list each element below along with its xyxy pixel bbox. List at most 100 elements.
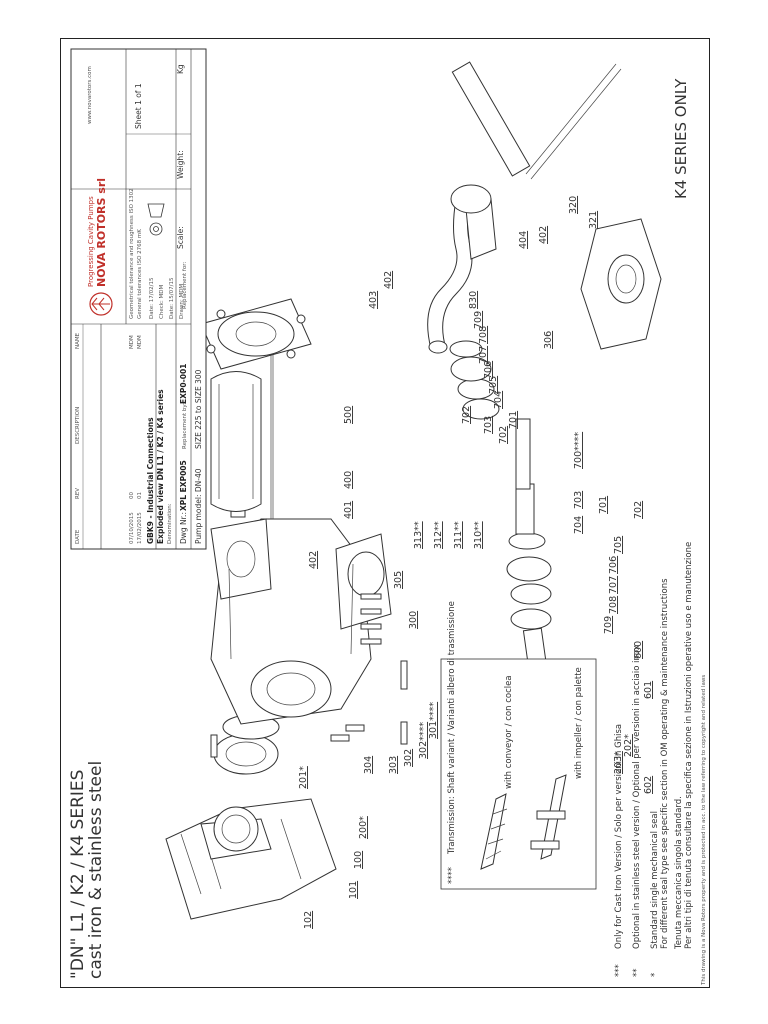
note-text-4: For different seal type see specific sec…: [660, 578, 670, 949]
part-label: 701: [598, 496, 609, 514]
part-label: 707: [608, 576, 619, 594]
part-label: 830: [468, 291, 479, 309]
k4-series-label: K4 SERIES ONLY: [672, 78, 690, 199]
part-label: 313**: [413, 521, 424, 549]
part-label: 310**: [473, 521, 484, 549]
part-label: 402: [538, 226, 549, 244]
part-label: 500: [343, 406, 354, 424]
note-mark-1: ***: [614, 964, 624, 977]
company-subtitle: Progressing Cavity Pumps: [87, 196, 95, 287]
part-label: 102: [303, 911, 314, 929]
checked-date: Date: 17/02/15: [149, 277, 155, 319]
part-label: 706: [483, 361, 494, 379]
part-label: 708: [608, 596, 619, 614]
rev-code-1: 01: [137, 492, 143, 499]
pump-body-part: [210, 518, 392, 725]
bolt-set: [210, 506, 408, 758]
part-label: 706: [608, 556, 619, 574]
part-label: 201*: [298, 766, 309, 789]
part-label: 705: [488, 376, 499, 394]
pump-model: Pump model: DN-40: [194, 468, 203, 544]
part-labels: 102 101 100 201* 200* 304 303 302 302***…: [298, 196, 654, 929]
nova-rotors-logo: NOVA ROTORS srl Progressing Cavity Pumps: [87, 178, 113, 316]
drawn-by: Drawn: MDM: [179, 284, 185, 319]
notes-section: *** Only for Cast Iron Version / Solo pe…: [614, 542, 694, 977]
part-label: 203*: [613, 751, 624, 774]
rev-by-2: MDM: [129, 335, 135, 349]
part-label: 702: [461, 406, 472, 424]
exploded-view-drawing: "DN" L1 / K2 / K4 SERIES cast iron & sta…: [68, 48, 707, 986]
legend-impeller-text: with impeller / con palette: [574, 667, 584, 779]
part-label: 101: [348, 881, 359, 899]
col-name: NAME: [75, 332, 81, 349]
legend-conveyor-text: with conveyor / con coclea: [504, 675, 514, 789]
part-label: 704: [573, 516, 584, 534]
rev-date-2: 07/10/2015: [129, 512, 135, 544]
part-label: 304: [363, 756, 374, 774]
part-label: 301****: [428, 702, 439, 739]
note-mark-3: *: [650, 973, 660, 977]
dwg-nr: XPL EXP005: [179, 460, 188, 511]
copyright-text: This drawing is a Nova Rotors property a…: [701, 675, 707, 986]
lantern-housing-part: [165, 798, 337, 920]
col-rev: REV: [75, 488, 81, 499]
part-label: 312**: [433, 521, 444, 549]
part-label: 702: [633, 501, 644, 519]
col-description: DESCRIPTION: [75, 407, 81, 444]
note-mark-2: **: [632, 969, 642, 978]
note-text-2: Optional in stainless steel version / Op…: [632, 645, 642, 949]
part-label: 200*: [358, 816, 369, 839]
rev-by-1: MDM: [137, 335, 143, 349]
company-name: NOVA ROTORS srl: [95, 178, 108, 287]
drawing-sheet: "DN" L1 / K2 / K4 SERIES cast iron & sta…: [60, 38, 710, 988]
rev-code-2: 00: [129, 492, 135, 499]
drawn-date: Date: 15/07/15: [169, 277, 175, 319]
part-label: 709: [603, 616, 614, 634]
scale-label: Scale:: [176, 226, 185, 249]
end-flange-part: [200, 298, 312, 370]
denomination-label: Denomination:: [167, 503, 173, 544]
legend-star-mark: ****: [447, 867, 457, 884]
denomination-2: GBK9 - Industrial Connections: [146, 417, 155, 544]
part-label: 305: [393, 571, 404, 589]
part-label: 306: [543, 331, 554, 349]
col-date: DATE: [75, 529, 81, 544]
part-label: 602: [643, 776, 654, 794]
part-label: 402: [383, 271, 394, 289]
part-label: 400: [343, 471, 354, 489]
part-label: 321: [588, 211, 599, 229]
sheet-number: Sheet 1 of 1: [134, 83, 143, 129]
part-label: 404: [518, 231, 529, 249]
part-label: 708: [478, 326, 489, 344]
dwg-nr-label: Dwg Nr.:: [179, 512, 188, 544]
drawing-title-line2: cast iron & stainless steel: [86, 761, 106, 979]
shaft-variants-box: **** Transmission: Shaft variant / Varia…: [440, 601, 597, 890]
pump-size: SIZE 225 to SIZE 300: [194, 369, 203, 449]
part-label: 320: [568, 196, 579, 214]
title-block: Pump model: DN-40 SIZE 225 to SIZE 300 D…: [70, 48, 207, 550]
part-label: 601: [643, 681, 654, 699]
note-text-1: Only for Cast Iron Version / Solo per ve…: [614, 724, 624, 949]
part-label: 100: [353, 851, 364, 869]
note-text-6: Per altri tipi di tenuta consultare la s…: [684, 542, 694, 949]
part-label: 705: [613, 536, 624, 554]
replacement-for: Replacement for:: [182, 262, 188, 309]
part-label: 303: [388, 756, 399, 774]
part-label: 702: [498, 426, 509, 444]
part-label: 703: [483, 416, 494, 434]
part-label: 302****: [418, 722, 429, 759]
part-label: 302: [403, 749, 414, 767]
drawing-title-line1: "DN" L1 / K2 / K4 SERIES: [68, 770, 88, 979]
part-label: 703: [573, 491, 584, 509]
part-label: 311**: [453, 521, 464, 549]
part-label: 403: [368, 291, 379, 309]
rev-date-1: 17/02/2015: [137, 512, 143, 544]
part-label: 402: [308, 551, 319, 569]
part-label: 701: [508, 411, 519, 429]
denomination-1: Exploded view DN L1 / K2 / K4 series: [156, 389, 165, 544]
part-label: 202*: [623, 734, 634, 757]
projection-symbol-icon: [149, 222, 163, 236]
replacement-by-label: Replacement by:: [182, 403, 188, 449]
tolerance-2: Geometrical tolerance and roughness ISO …: [129, 188, 135, 319]
part-label: 600: [633, 641, 644, 659]
